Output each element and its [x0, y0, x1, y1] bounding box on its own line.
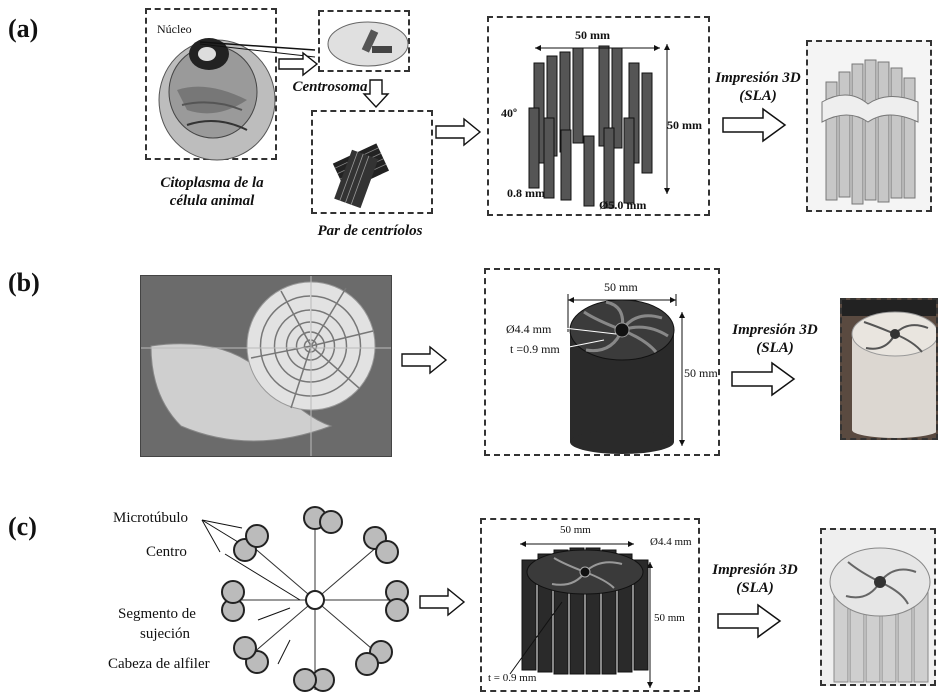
printed-part-a-render [808, 42, 932, 212]
cross-section-leader-lines [180, 512, 300, 682]
nucleus-label: Núcleo [157, 22, 192, 37]
model-a-thickness-label: 0.8 mm [507, 186, 545, 201]
model-b-diameter-label: Ø4.4 mm [506, 322, 551, 337]
model-b-height-dimension [674, 312, 690, 452]
print-c-line1: Impresión 3D [707, 562, 803, 579]
print-b-line1: Impresión 3D [727, 322, 823, 339]
print-c-line2: (SLA) [707, 580, 803, 597]
centriole-pair-label: Par de centríolos [300, 223, 440, 240]
model-a-box: 50 mm 50 mm 40º 0.8 mm Ø5.0 mm [487, 16, 710, 216]
printed-part-b-render [842, 300, 938, 440]
cytoplasm-caption-line2: célula animal [138, 193, 286, 210]
printed-part-a-photo [806, 40, 932, 212]
cytoplasm-caption-line1: Citoplasma de la [138, 175, 286, 192]
model-c-width-label: 50 mm [560, 524, 591, 536]
model-b-height-label: 50 mm [684, 366, 718, 381]
arrow-print-b [732, 362, 796, 396]
panel-a-label: (a) [8, 14, 38, 44]
print-b-line2: (SLA) [727, 340, 823, 357]
model-b-leader-lines [564, 320, 644, 360]
centriole-pair-illustration [313, 112, 435, 216]
arrow-cross-section-to-model-c [420, 588, 466, 616]
model-a-angle-label: 40º [501, 106, 517, 121]
model-b-width-label: 50 mm [604, 280, 638, 295]
model-a-height-label: 50 mm [667, 118, 702, 133]
arrow-centrioles-to-model-a [436, 118, 482, 146]
printed-part-c-render [822, 530, 936, 686]
printed-part-c-photo [820, 528, 936, 686]
arrow-nautilus-to-model-b [402, 346, 448, 374]
nautilus-illustration [141, 276, 391, 456]
model-a-diameter-label: Ø5.0 mm [599, 198, 646, 213]
centrosome-illustration [320, 12, 412, 74]
print-a-line1: Impresión 3D [713, 70, 803, 87]
centrosome-label: Centrosoma [290, 79, 370, 96]
model-c-leader-line [508, 598, 568, 678]
panel-c-label: (c) [8, 512, 37, 542]
model-c-width-dimension [520, 536, 640, 552]
model-b-thickness-label: t =0.9 mm [510, 342, 560, 357]
model-c-height-label: 50 mm [654, 612, 685, 624]
nautilus-photo [140, 275, 392, 457]
model-c-box: 50 mm Ø4.4 mm 50 mm t = 0.9 mm [480, 518, 700, 692]
arrow-print-a [723, 108, 787, 142]
centrosome-box [318, 10, 410, 72]
print-a-line2: (SLA) [713, 88, 803, 105]
arrow-centrosome-to-centrioles [363, 80, 389, 108]
printed-part-b-photo [840, 298, 938, 440]
model-c-height-dimension [642, 562, 658, 696]
model-b-box: 50 mm 50 mm Ø4.4 mm t =0.9 mm [484, 268, 720, 456]
centriole-pair-box [311, 110, 433, 214]
microtubule-label: Microtúbulo [113, 510, 188, 527]
model-c-diameter-label: Ø4.4 mm [650, 536, 692, 548]
model-a-width-label: 50 mm [575, 28, 610, 43]
panel-b-label: (b) [8, 268, 40, 298]
arrow-cell-to-centrosome [279, 52, 319, 76]
arrow-print-c [718, 604, 782, 638]
